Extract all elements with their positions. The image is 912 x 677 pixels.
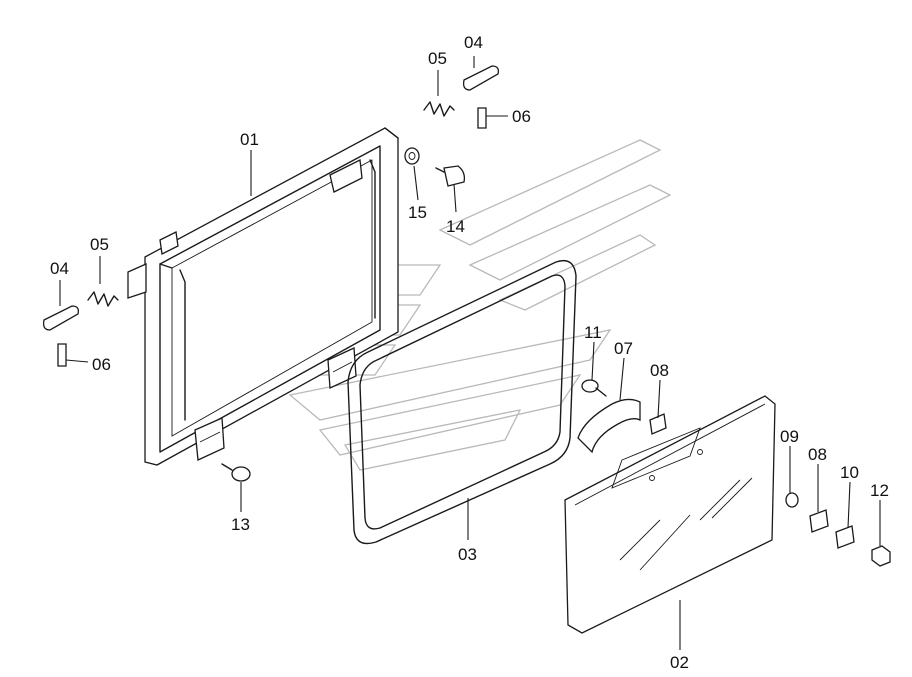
callout-15: 15 <box>408 203 427 222</box>
callout-05-right: 05 <box>428 49 447 68</box>
plate-part-10 <box>835 525 855 549</box>
bracket-part-08-b <box>809 509 829 533</box>
callout-10: 10 <box>840 463 859 482</box>
glass-part-02 <box>564 395 776 634</box>
pin-part-06-left <box>57 343 67 367</box>
bolt-part-13 <box>221 463 251 482</box>
callout-01: 01 <box>240 130 259 149</box>
callout-03: 03 <box>458 545 477 564</box>
seal-part-03 <box>347 259 577 545</box>
callout-05-left: 05 <box>90 235 109 254</box>
spring-part-05-left <box>87 291 119 307</box>
callout-13: 13 <box>231 515 250 534</box>
leader-lines <box>59 56 881 650</box>
callout-12: 12 <box>870 481 889 500</box>
bracket-part-08-a <box>649 413 667 435</box>
nut-part-09 <box>785 492 799 508</box>
callout-14: 14 <box>446 217 465 236</box>
callout-11: 11 <box>584 323 602 342</box>
callout-08-b: 08 <box>808 445 827 464</box>
pin-part-06-right <box>477 107 487 129</box>
callout-04-left: 04 <box>50 259 69 278</box>
callout-02: 02 <box>670 653 689 672</box>
pin-part-04-right <box>462 65 500 91</box>
callout-09: 09 <box>780 427 799 446</box>
door-frame-part-01 <box>127 127 399 466</box>
handle-part-07 <box>577 398 641 454</box>
spring-part-05-right <box>423 101 455 117</box>
callout-06-right: 06 <box>512 107 531 126</box>
callout-06-left: 06 <box>92 355 111 374</box>
callout-04-right: 04 <box>464 33 483 52</box>
knob-part-14 <box>435 165 466 187</box>
washer-part-15 <box>404 147 420 165</box>
screw-part-11 <box>581 379 607 397</box>
callout-07: 07 <box>614 339 633 358</box>
callout-08-a: 08 <box>650 361 669 380</box>
cap-nut-part-12 <box>871 545 891 567</box>
pin-part-04-left <box>42 305 80 331</box>
